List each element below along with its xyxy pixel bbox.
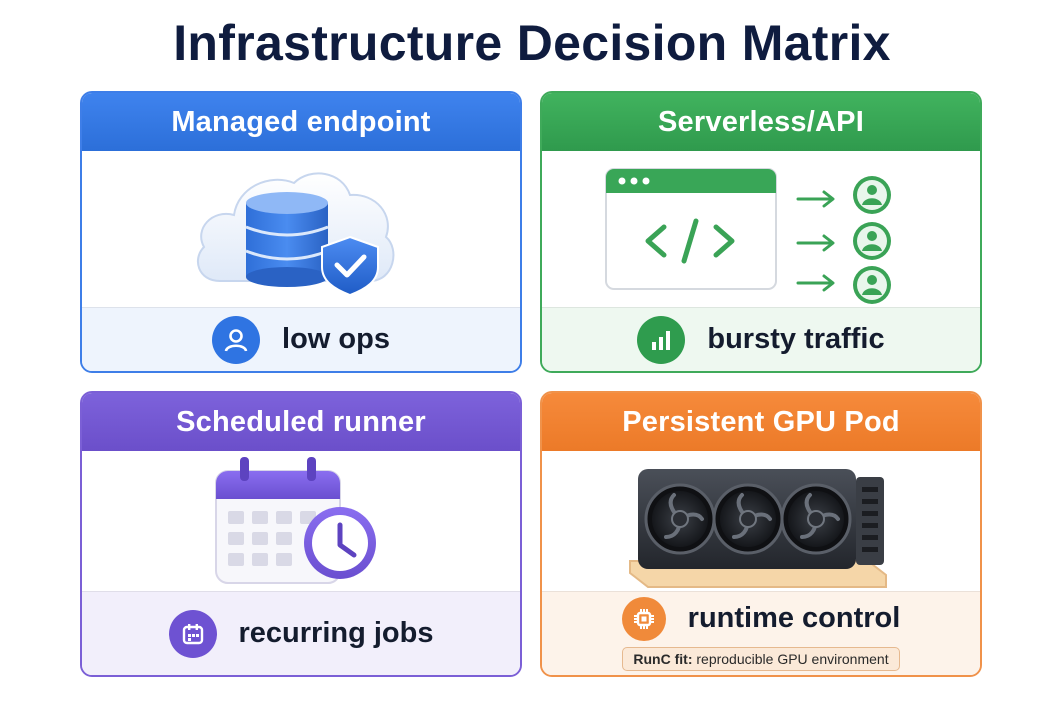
card-label: bursty traffic xyxy=(707,323,885,355)
gpu-card-icon xyxy=(629,469,887,588)
code-window-users-icon xyxy=(605,168,891,304)
bar-chart-icon xyxy=(637,315,686,364)
card-persistent-gpu-pod: Persistent GPU Pod xyxy=(540,391,982,677)
card-label: low ops xyxy=(282,323,390,355)
card-body xyxy=(82,151,520,307)
user-icon xyxy=(853,176,891,304)
page-title: Infrastructure Decision Matrix xyxy=(173,15,891,71)
card-header: Managed endpoint xyxy=(82,93,520,151)
card-footer: bursty traffic xyxy=(542,307,980,371)
calendar-clock-icon xyxy=(215,457,376,584)
user-icon xyxy=(212,315,261,364)
card-body xyxy=(542,451,980,593)
card-body xyxy=(542,151,980,307)
card-label: recurring jobs xyxy=(238,617,434,649)
card-header: Persistent GPU Pod xyxy=(542,393,980,451)
card-footer: runtime control RunC fit: reproducible G… xyxy=(542,591,980,675)
calendar-icon xyxy=(168,609,217,658)
note-text: reproducible GPU environment xyxy=(696,650,889,667)
card-footer: recurring jobs xyxy=(82,591,520,675)
cloud-database-shield-icon xyxy=(196,172,395,297)
card-label: runtime control xyxy=(687,602,901,634)
chip-icon xyxy=(621,596,666,641)
card-serverless-api: Serverless/API xyxy=(540,91,982,373)
card-scheduled-runner: Scheduled runner recurring jobs xyxy=(80,391,522,677)
note-label: RunC fit: xyxy=(633,650,693,667)
card-header: Scheduled runner xyxy=(82,393,520,451)
runc-fit-note: RunC fit: reproducible GPU environment xyxy=(622,646,900,671)
card-managed-endpoint: Managed endpoint xyxy=(80,91,522,373)
card-body xyxy=(82,451,520,593)
card-footer: low ops xyxy=(82,307,520,371)
card-header: Serverless/API xyxy=(542,93,980,151)
